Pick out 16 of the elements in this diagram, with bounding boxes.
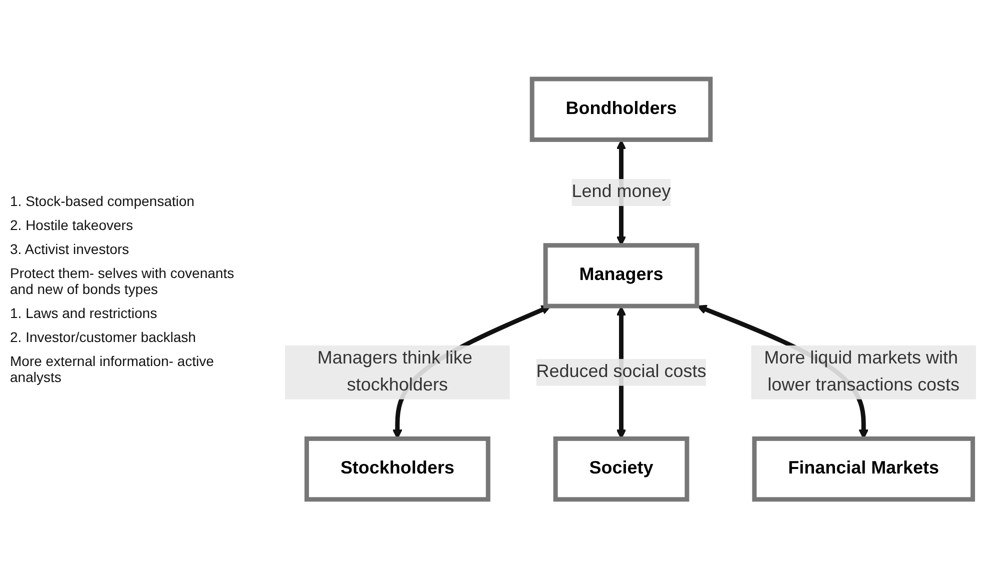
- note-text: 2. Investor/customer backlash: [10, 329, 197, 345]
- node-box: Stockholders: [304, 436, 490, 502]
- edge-label: Reduced social costs: [536, 362, 706, 382]
- edge-label: Lend money: [572, 182, 671, 202]
- note-text: Protect them- selves with covenants and new of bonds types: [10, 265, 236, 297]
- node-box: Society: [553, 436, 690, 502]
- note-text: 1. Stock-based compensation: [10, 193, 196, 209]
- note-text: 1. Laws and restrictions: [10, 305, 158, 321]
- node-box: Managers: [543, 242, 700, 308]
- edge-label: Managers think like stockholders: [317, 348, 472, 395]
- edge-label: More liquid markets with lower transactions costs: [764, 348, 960, 395]
- note-text: 2. Hostile takeovers: [10, 217, 134, 233]
- note-text: More external information- active analysts: [10, 353, 215, 385]
- note-text: 3. Activist investors: [10, 241, 130, 257]
- node-box: Financial Markets: [752, 436, 976, 502]
- node-box: Bondholders: [530, 76, 713, 142]
